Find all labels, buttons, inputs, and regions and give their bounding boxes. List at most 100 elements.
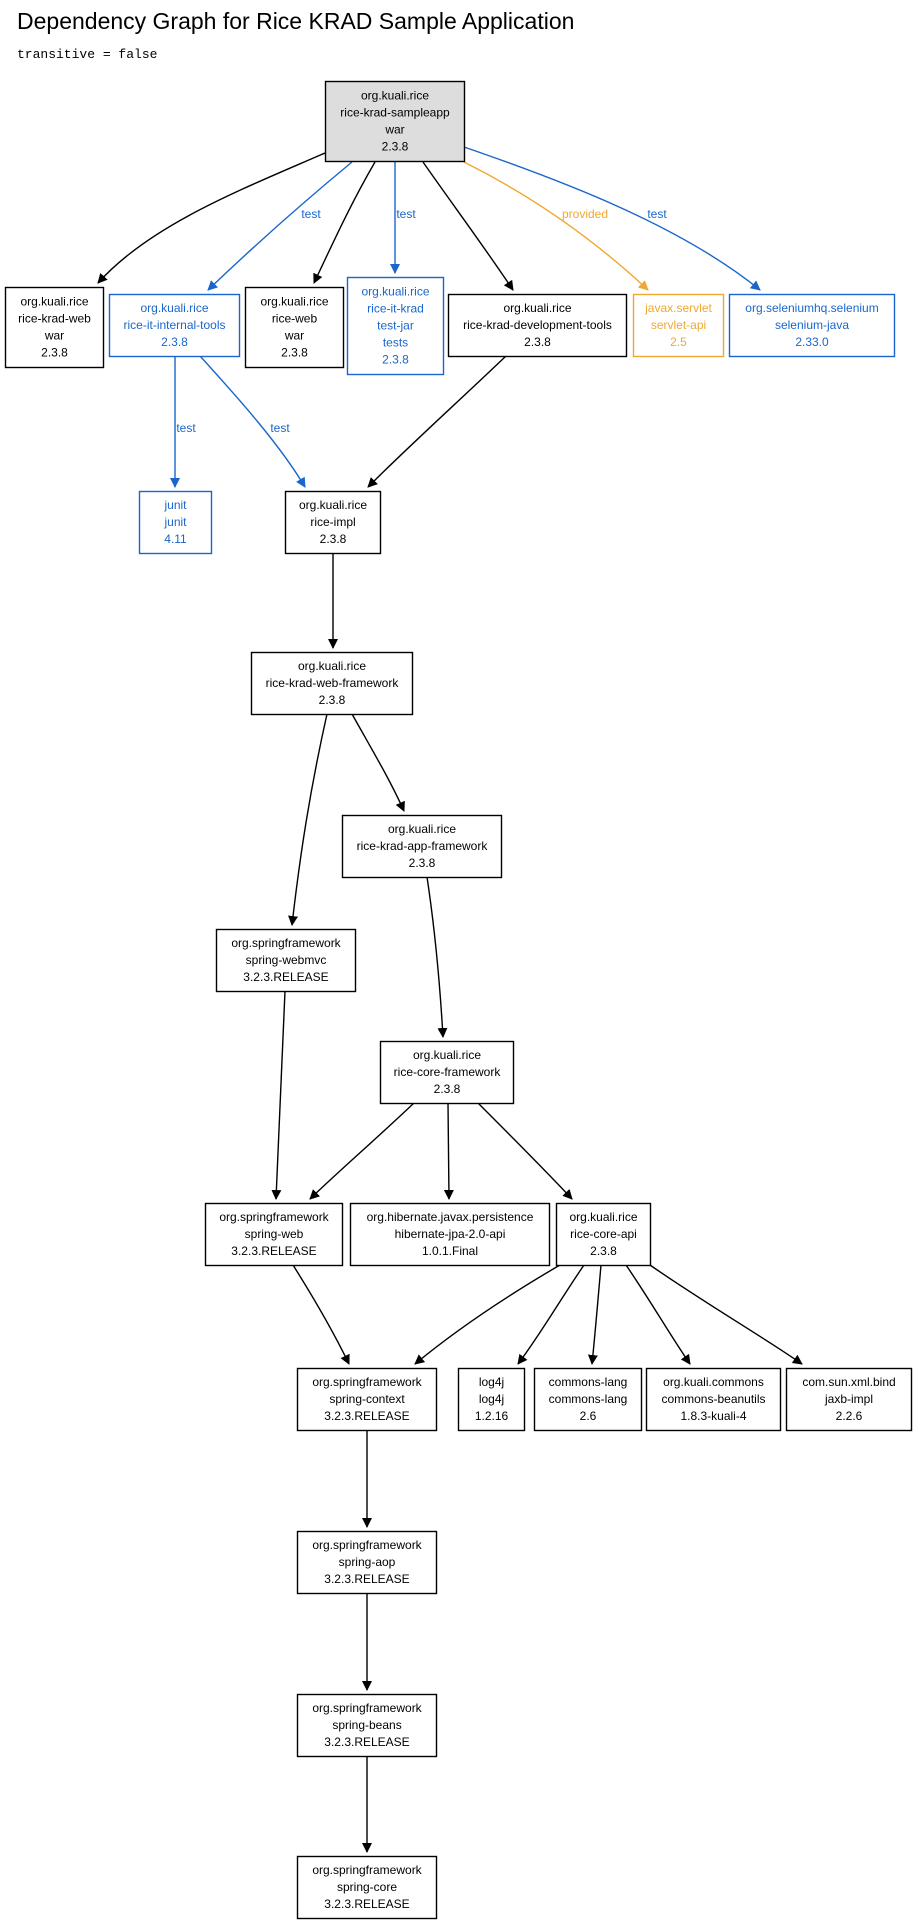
node-label-line: 2.5 <box>670 335 687 349</box>
node-box <box>204 1202 344 1267</box>
node-label-line: 4.11 <box>164 532 187 546</box>
node-box <box>785 1367 913 1432</box>
edge-core-api-to-jaxb <box>649 1264 803 1365</box>
node-box <box>346 276 445 376</box>
node-app-framework: org.kuali.ricerice-krad-app-framework2.3… <box>341 814 503 879</box>
page-title: Dependency Graph for Rice KRAD Sample Ap… <box>17 8 575 34</box>
node-box <box>645 1367 782 1432</box>
node-servlet: javax.servlet servlet-api 2.5 <box>632 293 725 358</box>
node-label-line: rice-krad-sampleapp <box>340 106 450 120</box>
node-box <box>341 814 503 879</box>
node-label-line: war <box>384 123 404 137</box>
node-label-line: war <box>284 329 304 343</box>
edge-root-to-krad-web <box>97 152 326 284</box>
node-box <box>457 1367 526 1432</box>
node-label-line: 2.2.6 <box>836 1409 863 1423</box>
node-label-line: org.kuali.rice <box>260 295 328 309</box>
node-box <box>296 1367 438 1432</box>
node-label-line: jaxb-impl <box>824 1392 873 1406</box>
node-label-line: 3.2.3.RELEASE <box>231 1244 316 1258</box>
edge-core-framework-to-core-api <box>477 1102 573 1200</box>
node-label-line: org.kuali.rice <box>569 1210 637 1224</box>
node-box <box>4 286 105 369</box>
node-box <box>632 293 725 358</box>
node-it-krad: org.kuali.ricerice-it-kradtest-jartests2… <box>346 276 445 376</box>
edge-webmvc-to-spring-web <box>271 990 286 1200</box>
node-webmvc: org.springframeworkspring-webmvc3.2.3.RE… <box>215 928 357 993</box>
edge-core-api-to-context <box>414 1264 561 1365</box>
node-label-line: rice-core-api <box>570 1227 637 1241</box>
node-label-line: commons-beanutils <box>661 1392 765 1406</box>
node-label-line: 2.3.8 <box>409 856 436 870</box>
node-box <box>108 293 241 358</box>
node-label-line: org.springframework <box>312 1538 422 1552</box>
edge-label: test <box>396 207 416 221</box>
node-aop: org.springframework spring-aop 3.2.3.RELEA… <box>296 1530 438 1595</box>
node-label-line: spring-beans <box>332 1718 401 1732</box>
node-label-line: org.kuali.commons <box>663 1375 764 1389</box>
node-label-line: org.springframework <box>231 936 341 950</box>
node-label-line: javax.servlet <box>644 301 712 315</box>
node-label-line: spring-core <box>337 1880 397 1894</box>
node-label-line: org.springframework <box>312 1863 422 1877</box>
edge-core-api-to-commons-lang <box>587 1264 602 1365</box>
node-spring-web: org.springframework spring-web 3.2.3.RELEA… <box>204 1202 344 1267</box>
edge-core-framework-to-hibernate <box>443 1102 454 1200</box>
node-label-line: org.seleniumhq.selenium <box>745 301 878 315</box>
node-label-line: servlet-api <box>651 318 706 332</box>
edge-dev-tools-to-impl <box>367 355 507 488</box>
node-label-line: 2.3.8 <box>382 353 409 367</box>
node-beans: org.springframeworkspring-beans3.2.3.REL… <box>296 1693 438 1758</box>
edge-app-framework-to-core-framework <box>426 876 448 1038</box>
edge-label: test <box>647 207 667 221</box>
node-label-line: 3.2.3.RELEASE <box>324 1409 409 1423</box>
node-label-line: 3.2.3.RELEASE <box>324 1572 409 1586</box>
node-label-line: commons-lang <box>549 1392 628 1406</box>
node-label-line: org.kuali.rice <box>299 498 367 512</box>
node-box <box>138 490 213 555</box>
graph-subtitle: transitive = false <box>17 47 158 62</box>
node-label-line: org.kuali.rice <box>361 89 429 103</box>
node-label-line: selenium-java <box>775 318 849 332</box>
edge-it-internal-tools-to-impl <box>199 355 306 488</box>
node-web-framework: org.kuali.ricerice-krad-web-framework2.3… <box>250 651 414 716</box>
node-label-line: junit <box>163 498 187 512</box>
edge-core-api-to-log4j <box>517 1264 585 1365</box>
node-box <box>296 1855 438 1920</box>
node-label-line: org.kuali.rice <box>361 285 429 299</box>
node-box <box>555 1202 652 1267</box>
node-context: org.springframeworkspring-context3.2.3.R… <box>296 1367 438 1432</box>
node-label-line: 2.3.8 <box>590 1244 617 1258</box>
node-label-line: tests <box>383 336 408 350</box>
node-label-line: 2.33.0 <box>795 335 829 349</box>
node-label-line: 1.8.3-kuali-4 <box>680 1409 746 1423</box>
node-beanutils: org.kuali.commons commons-beanutils 1.8.3-… <box>645 1367 782 1432</box>
node-label-line: 2.3.8 <box>382 140 409 154</box>
node-label-line: org.kuali.rice <box>503 301 571 315</box>
node-label-line: 2.6 <box>580 1409 597 1423</box>
node-box <box>379 1040 515 1105</box>
node-label-line: rice-web <box>272 312 318 326</box>
node-box <box>250 651 414 716</box>
edge-root-to-it-internal-tools <box>207 161 353 291</box>
node-it-internal-tools: org.kuali.ricerice-it-internal-tools2.3.… <box>108 293 241 358</box>
node-label-line: spring-context <box>329 1392 405 1406</box>
node-label-line: rice-krad-web-framework <box>266 676 400 690</box>
node-label-line: spring-aop <box>339 1555 396 1569</box>
node-label-line: 1.2.16 <box>475 1409 509 1423</box>
node-label-line: 2.3.8 <box>434 1082 461 1096</box>
node-label-line: war <box>44 329 64 343</box>
node-box <box>349 1202 551 1267</box>
node-label-line: org.springframework <box>312 1701 422 1715</box>
node-label-line: spring-web <box>245 1227 304 1241</box>
node-label-line: org.springframework <box>219 1210 329 1224</box>
node-box <box>728 293 896 358</box>
node-label-line: test-jar <box>377 319 414 333</box>
node-hibernate: org.hibernate.javax.persistencehibernate… <box>349 1202 551 1267</box>
node-label-line: org.kuali.rice <box>388 822 456 836</box>
